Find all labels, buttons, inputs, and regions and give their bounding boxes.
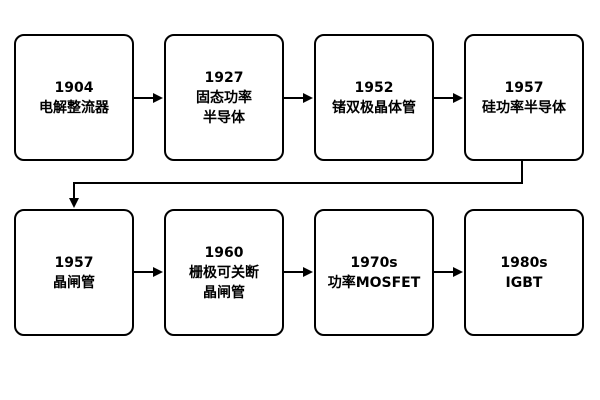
node-label: 晶闸管 xyxy=(53,274,95,291)
node-label: 电解整流器 xyxy=(39,99,109,116)
node-solid-state-power-semiconductor: 1927 固态功率 半导体 xyxy=(164,34,284,161)
node-silicon-power-semiconductor: 1957 硅功率半导体 xyxy=(464,34,584,161)
node-germanium-bipolar-transistor: 1952 锗双极晶体管 xyxy=(314,34,434,161)
node-year: 1960 xyxy=(204,244,244,261)
node-label: 栅极可关断 晶闸管 xyxy=(189,264,259,301)
node-year: 1927 xyxy=(204,69,244,86)
node-gate-turn-off-thyristor: 1960 栅极可关断 晶闸管 xyxy=(164,209,284,336)
node-label: IGBT xyxy=(505,274,543,291)
node-year: 1904 xyxy=(54,79,94,96)
node-igbt: 1980s IGBT xyxy=(464,209,584,336)
node-label: 锗双极晶体管 xyxy=(332,99,416,116)
node-thyristor: 1957 晶闸管 xyxy=(14,209,134,336)
node-electrolytic-rectifier: 1904 电解整流器 xyxy=(14,34,134,161)
node-year: 1957 xyxy=(54,254,94,271)
node-label: 功率MOSFET xyxy=(327,274,421,291)
node-label: 硅功率半导体 xyxy=(482,99,566,116)
node-year: 1952 xyxy=(354,79,394,96)
node-year: 1957 xyxy=(504,79,544,96)
node-label: 固态功率 半导体 xyxy=(196,89,252,126)
node-year: 1970s xyxy=(350,254,398,271)
arrow-4-to-5 xyxy=(69,161,523,208)
node-power-mosfet: 1970s 功率MOSFET xyxy=(314,209,434,336)
node-year: 1980s xyxy=(500,254,548,271)
